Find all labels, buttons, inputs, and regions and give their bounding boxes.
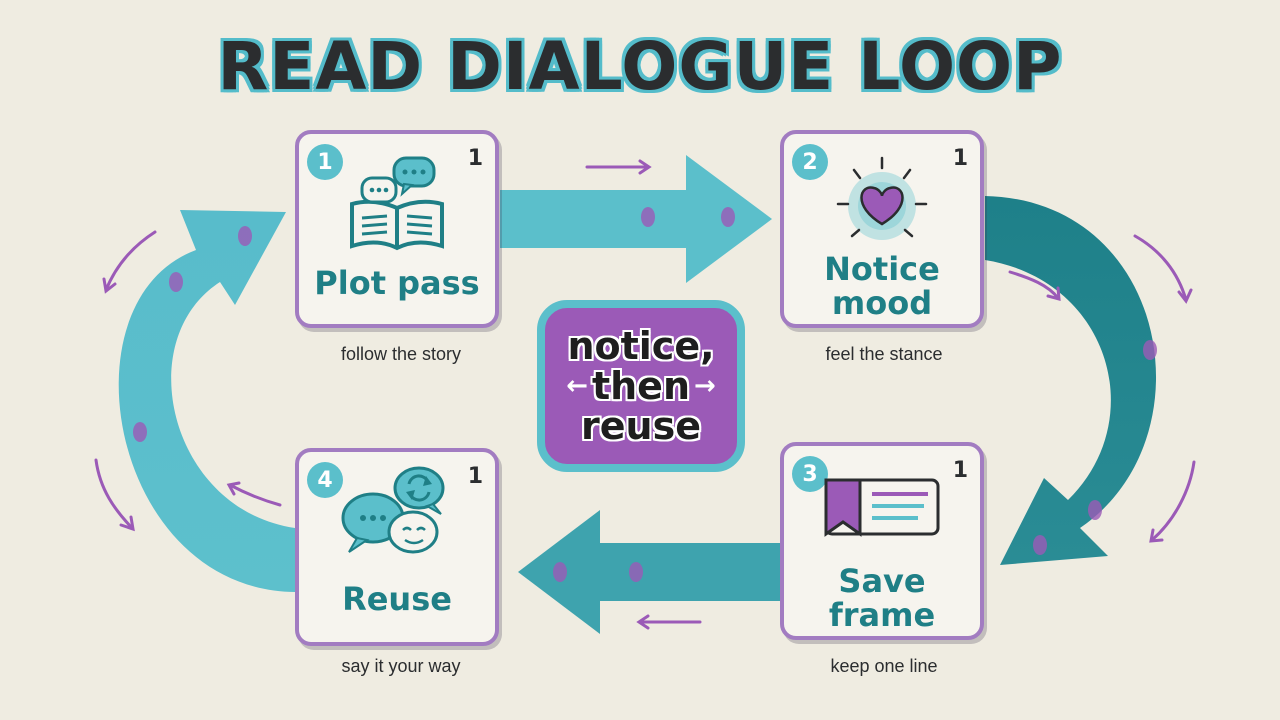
center-motto: notice, ← then → reuse — [537, 300, 745, 472]
glowing-heart-icon — [836, 156, 928, 240]
left-arrow-icon: ← — [566, 371, 588, 401]
step-label-line: frame — [828, 596, 936, 634]
arrow-mood-to-frame — [985, 196, 1157, 565]
step-count: 1 — [467, 146, 483, 171]
step-number-badge: 4 — [307, 462, 343, 498]
step-number-badge: 3 — [792, 456, 828, 492]
step-caption: follow the story — [340, 344, 462, 364]
bookmark-card-icon — [824, 478, 940, 537]
step-label-line: Notice — [824, 250, 940, 288]
step-caption: keep one line — [830, 656, 938, 676]
step-number-badge: 2 — [792, 144, 828, 180]
diagram-title: READ DIALOGUE LOOP — [217, 28, 1063, 105]
step-number-badge: 1 — [307, 144, 343, 180]
guide-arrows — [94, 159, 1196, 630]
center-line-2: then — [591, 364, 691, 408]
step-count: 1 — [467, 464, 483, 489]
step-label: Reuse — [342, 580, 452, 618]
step-count: 1 — [952, 146, 968, 171]
step-count: 1 — [952, 458, 968, 483]
center-line-3: reuse — [581, 404, 701, 448]
arrow-frame-to-reuse — [518, 510, 786, 634]
step-card-reuse: 4 1 Reuse — [295, 448, 499, 646]
step-label-line: Save — [838, 562, 926, 600]
right-arrow-icon: → — [694, 371, 716, 401]
step-caption: say it your way — [341, 656, 461, 676]
chat-bubbles-refresh-icon — [341, 466, 445, 554]
open-book-speech-bubbles-icon — [350, 156, 444, 251]
center-line-1: notice, — [567, 324, 715, 368]
step-label-line: mood — [831, 284, 933, 322]
arrow-plot-to-mood — [500, 155, 772, 283]
step-caption: feel the stance — [825, 344, 943, 364]
step-label: Plot pass — [314, 264, 480, 302]
arrow-reuse-to-plot — [118, 210, 295, 592]
step-card-plot-pass: 1 1 Plot pass — [295, 130, 499, 328]
